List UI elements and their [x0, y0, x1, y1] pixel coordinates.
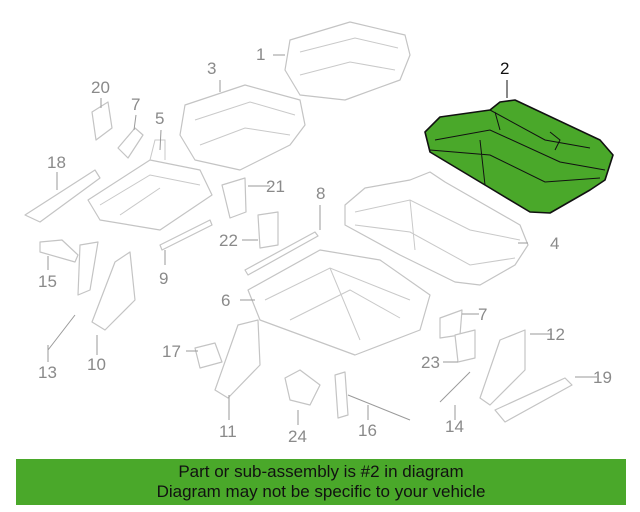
part-4-rear-cushion[interactable]	[344, 171, 529, 286]
callout-16[interactable]: 16	[358, 421, 377, 440]
part-info-banner: Part or sub-assembly is #2 in diagram Di…	[16, 459, 626, 505]
part-23	[454, 329, 476, 363]
callout-24[interactable]: 24	[288, 427, 307, 446]
part-7-left	[117, 127, 144, 159]
part-16	[334, 371, 349, 419]
banner-line-disclaimer: Diagram may not be specific to your vehi…	[156, 482, 486, 501]
part-6-seat-frame[interactable]	[247, 249, 431, 356]
callout-6[interactable]: 6	[221, 291, 231, 310]
part-5-seat-frame[interactable]	[87, 139, 213, 231]
callout-10[interactable]: 10	[87, 355, 106, 374]
part-15	[39, 239, 79, 263]
part-10	[91, 251, 136, 331]
part-17	[194, 342, 223, 369]
callout-12[interactable]: 12	[546, 325, 565, 344]
callout-20[interactable]: 20	[91, 78, 110, 97]
callout-3[interactable]: 3	[207, 59, 217, 78]
callout-14[interactable]: 14	[445, 417, 464, 436]
callout-19[interactable]: 19	[593, 368, 612, 387]
part-20	[91, 101, 113, 141]
part-21	[221, 177, 247, 219]
part-22	[257, 211, 279, 249]
callout-17[interactable]: 17	[162, 342, 181, 361]
callout-22[interactable]: 22	[219, 231, 238, 250]
callout-13[interactable]: 13	[38, 363, 57, 382]
part-9	[159, 219, 213, 251]
callout-9[interactable]: 9	[159, 269, 169, 288]
callout-4[interactable]: 4	[550, 234, 560, 253]
part-11	[214, 319, 261, 399]
callout-7-left[interactable]: 7	[131, 95, 141, 114]
leader-lines	[47, 54, 597, 425]
callout-8[interactable]: 8	[316, 184, 326, 203]
part-8-rod	[244, 231, 319, 276]
callout-23[interactable]: 23	[421, 353, 440, 372]
part-19	[494, 377, 573, 423]
banner-line-part: Part or sub-assembly is #2 in diagram	[178, 462, 464, 481]
callout-7-right[interactable]: 7	[478, 305, 488, 324]
small-parts	[24, 101, 573, 423]
callout-11[interactable]: 11	[219, 422, 237, 441]
part-24	[284, 369, 321, 406]
seat-parts-diagram	[24, 21, 614, 425]
callout-2[interactable]: 2	[500, 59, 510, 78]
callout-15[interactable]: 15	[38, 272, 57, 291]
callout-1[interactable]: 1	[256, 45, 266, 64]
part-2-seat-cushion-selected[interactable]	[424, 99, 614, 214]
part-12	[479, 329, 526, 406]
part-15b	[77, 241, 99, 296]
callout-18[interactable]: 18	[47, 153, 66, 172]
callout-5[interactable]: 5	[155, 109, 165, 128]
part-3-seat-cushion[interactable]	[179, 84, 306, 171]
part-1-seat-back[interactable]	[284, 21, 411, 101]
callout-21[interactable]: 21	[266, 177, 285, 196]
part-18	[24, 169, 101, 223]
